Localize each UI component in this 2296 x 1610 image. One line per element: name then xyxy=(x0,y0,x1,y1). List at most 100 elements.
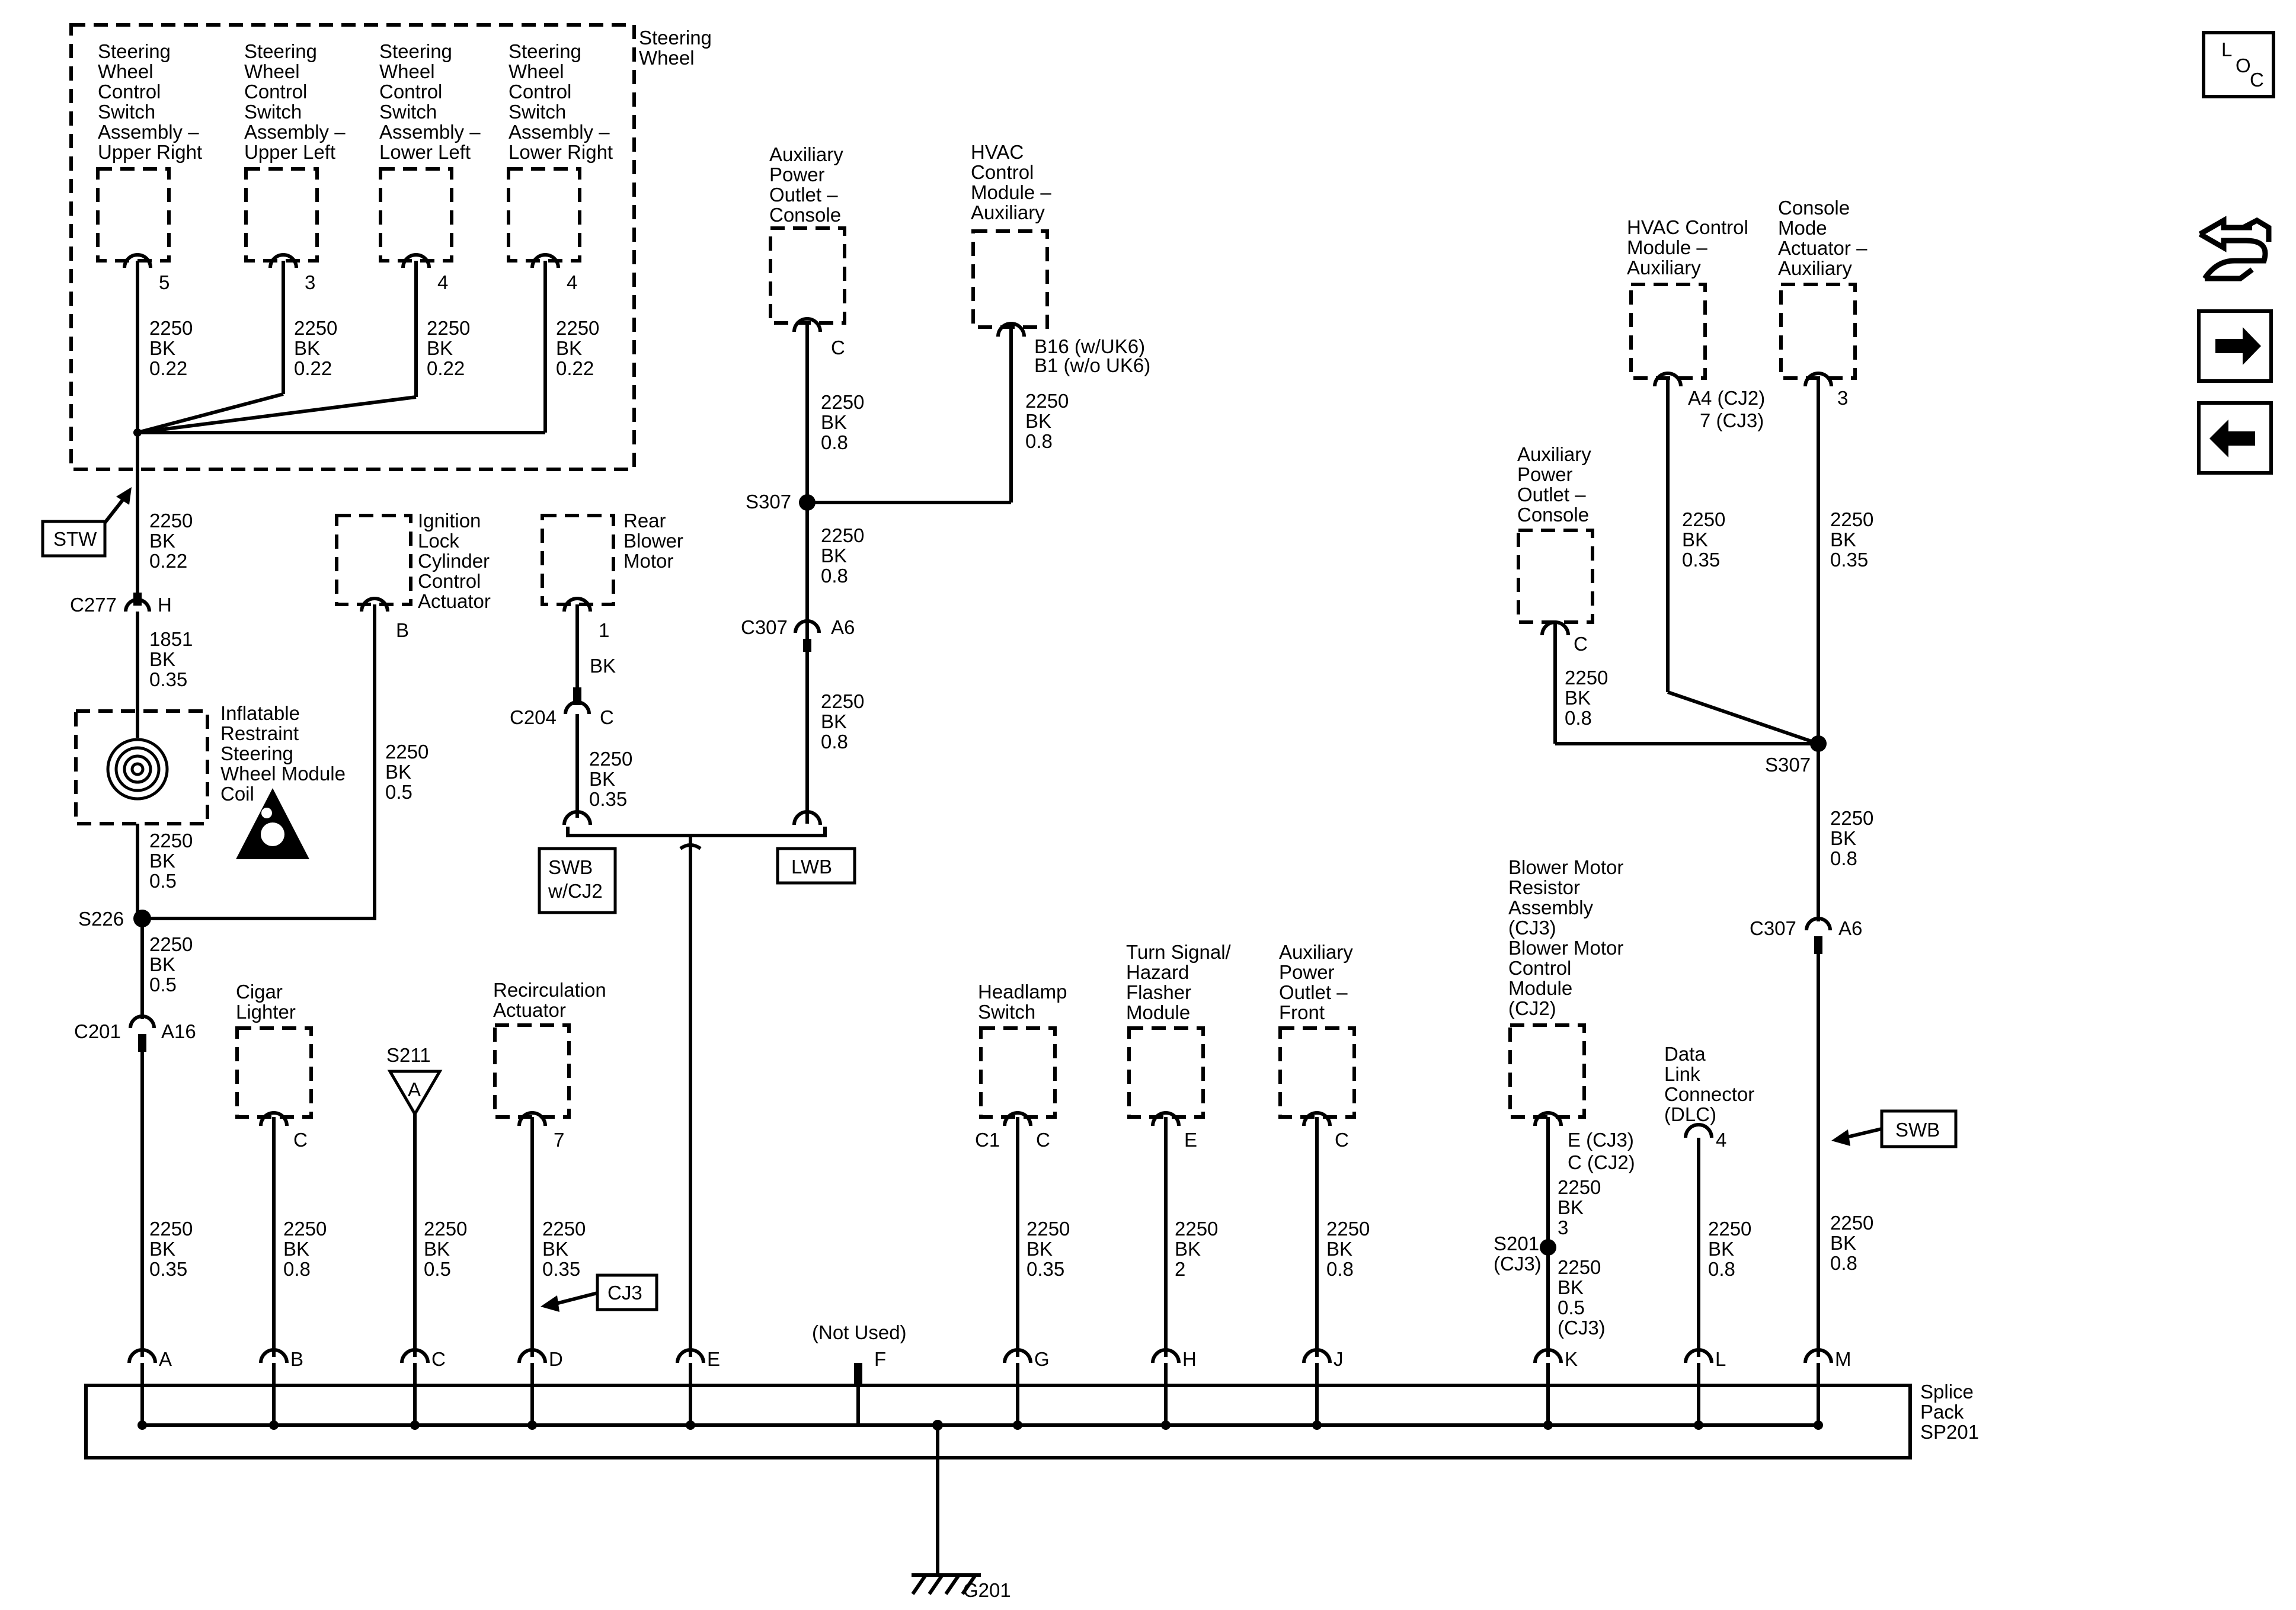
splice-pin-h-terminal xyxy=(1151,1348,1181,1363)
c277-label: C277 xyxy=(70,594,117,616)
svg-text:BK: BK xyxy=(590,655,616,677)
splice-pin-l-junction xyxy=(1694,1420,1703,1430)
s307-right-label: S307 xyxy=(1765,754,1811,776)
not-used-label: (Not Used) xyxy=(812,1321,907,1343)
splice-pin-d: D xyxy=(549,1348,563,1370)
svg-text:1: 1 xyxy=(599,619,609,641)
splice-pin-k: K xyxy=(1565,1348,1578,1370)
c204-label: C204 xyxy=(510,706,557,728)
svg-text:SWB: SWB xyxy=(1895,1119,1940,1141)
svg-text:C: C xyxy=(1036,1129,1050,1151)
splice-pin-g-junction xyxy=(1013,1420,1022,1430)
svg-text:C: C xyxy=(293,1129,308,1151)
next-page-arrow-icon[interactable] xyxy=(2197,309,2273,383)
svg-text:E: E xyxy=(1184,1129,1197,1151)
splice-pin-a: A xyxy=(159,1348,172,1370)
splice-pin-l: L xyxy=(1715,1348,1726,1370)
svg-text:S211: S211 xyxy=(386,1044,431,1066)
splice-pin-g: G xyxy=(1034,1348,1050,1370)
loc-l: L xyxy=(2221,39,2232,60)
splice-pin-a-junction xyxy=(137,1420,147,1430)
svg-text:A16: A16 xyxy=(161,1020,196,1042)
steering-wheel-boundary xyxy=(69,23,636,471)
splice-pin-c-junction xyxy=(410,1420,420,1430)
svg-text:C1: C1 xyxy=(975,1129,1000,1151)
connector-tools-icon[interactable] xyxy=(2198,216,2272,281)
splice-pin-m-junction xyxy=(1814,1420,1823,1430)
splice-pin-j-terminal xyxy=(1302,1348,1332,1363)
svg-text:STW: STW xyxy=(53,528,97,550)
splice-pin-m: M xyxy=(1835,1348,1851,1370)
c307-top-label: C307 xyxy=(741,616,788,638)
splice-pin-b: B xyxy=(290,1348,303,1370)
splice-pin-h: H xyxy=(1182,1348,1197,1370)
svg-text:5: 5 xyxy=(159,271,170,293)
svg-text:B: B xyxy=(396,619,409,641)
swb-cj2-tag xyxy=(538,847,617,914)
c307-right-label: C307 xyxy=(1750,917,1796,939)
svg-text:3: 3 xyxy=(1837,387,1848,409)
ground-label: G201 xyxy=(963,1579,1011,1601)
previous-page-arrow-icon[interactable] xyxy=(2197,401,2273,475)
location-button[interactable]: L O C xyxy=(2202,31,2275,98)
cj3-tag xyxy=(596,1273,658,1311)
svg-text:H: H xyxy=(158,594,172,616)
svg-text:CJ3: CJ3 xyxy=(607,1282,642,1304)
splice-pin-e-junction xyxy=(686,1420,695,1430)
splice-pin-a-terminal xyxy=(127,1348,157,1363)
splice-pin-b-terminal xyxy=(259,1348,289,1363)
c201-label: C201 xyxy=(74,1020,121,1042)
splice-pin-h-junction xyxy=(1161,1420,1171,1430)
svg-text:B16 (w/UK6)B1 (w/o UK6): B16 (w/UK6)B1 (w/o UK6) xyxy=(1034,335,1150,376)
splice-pin-e-terminal xyxy=(676,1348,705,1363)
loc-o: O xyxy=(2236,55,2251,76)
splice-pin-e: E xyxy=(707,1348,720,1370)
svg-text:A4 (CJ2)7 (CJ3): A4 (CJ2)7 (CJ3) xyxy=(1688,387,1765,431)
svg-text:A6: A6 xyxy=(1838,917,1862,939)
splice-pin-d-junction xyxy=(527,1420,537,1430)
svg-text:A6: A6 xyxy=(831,616,855,638)
clockspring-coil-icon xyxy=(106,738,169,801)
